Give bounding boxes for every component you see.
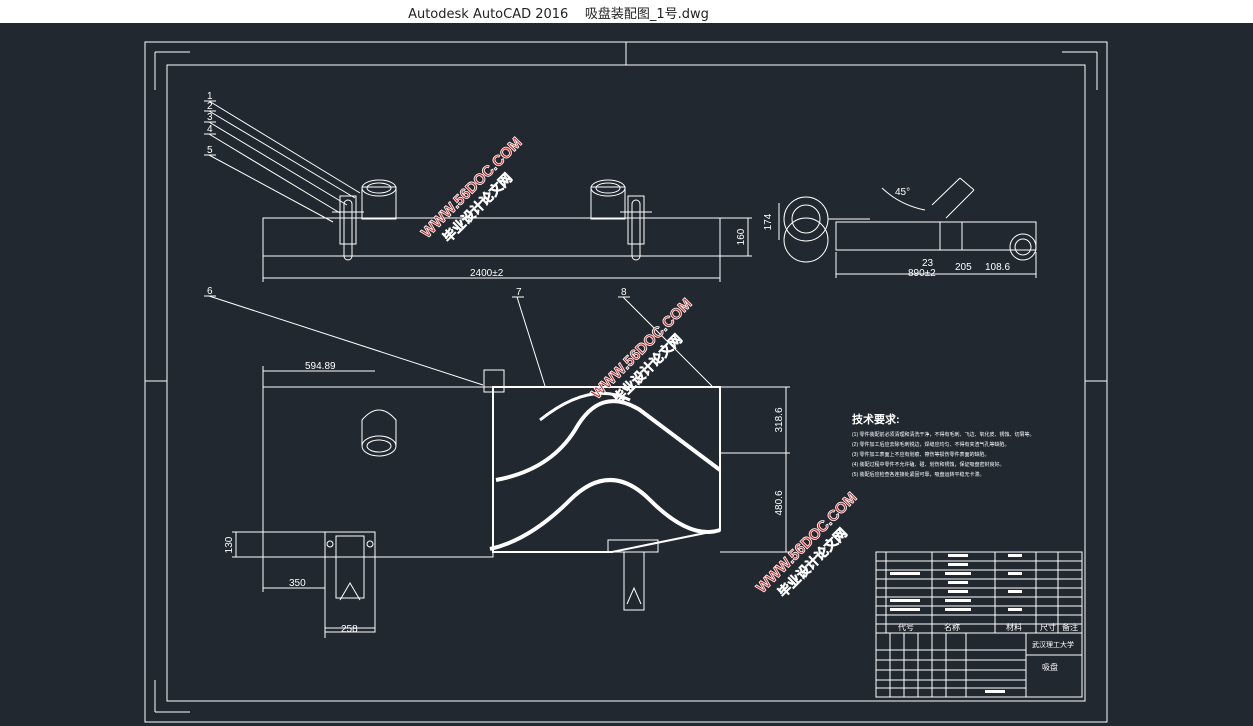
title-block-fills xyxy=(890,554,1022,693)
notes-line-4: (4) 装配过程中零件不允许磕、碰、划伤和锈蚀，保证吸盘密封良好。 xyxy=(852,461,1005,468)
balloon-1: 1 xyxy=(207,91,213,102)
front-view-labels: 1 2 3 4 5 2400±2 160 xyxy=(207,91,747,279)
watermark-3-url: WWW.56DOC.COM xyxy=(753,489,860,596)
balloon-4: 4 xyxy=(207,124,213,135)
side-view-labels: 174 890±2 23 205 108.6 45° xyxy=(763,187,1010,279)
dim-side-angle: 45° xyxy=(895,187,910,198)
dim-plan-480: 480.6 xyxy=(774,490,785,515)
header-size: 尺寸 xyxy=(1040,622,1056,632)
plan-view-labels: 6 7 8 594.89 318.6 480.6 130 350 258 xyxy=(207,286,785,635)
dim-side-205: 205 xyxy=(955,262,972,273)
balloon-3: 3 xyxy=(207,112,213,123)
dim-side-108: 108.6 xyxy=(985,262,1010,273)
university-name: 武汉理工大学 xyxy=(1032,640,1074,649)
drawing-canvas[interactable]: 1 2 3 4 5 2400±2 160 174 890±2 23 205 10… xyxy=(0,23,1253,726)
watermark-3: WWW.56DOC.COM 毕业设计论文网 xyxy=(753,489,861,601)
dim-plan-318: 318.6 xyxy=(774,407,785,432)
part-name: 吸盘 xyxy=(1042,662,1058,672)
notes-line-5: (5) 装配后应检查各连接处紧固可靠，吸盘运转平稳无卡滞。 xyxy=(852,471,985,478)
balloon-6: 6 xyxy=(207,286,213,297)
notes-line-2: (2) 零件加工后应去除毛刺锐边，焊缝应均匀、不得有夹渣气孔等缺陷。 xyxy=(852,441,1010,448)
file-name: 吸盘装配图_1号.dwg xyxy=(584,7,709,22)
dim-side-height: 174 xyxy=(763,213,774,230)
balloon-7: 7 xyxy=(516,287,522,298)
dim-side-length: 890±2 xyxy=(908,268,936,279)
drawing-svg[interactable]: 1 2 3 4 5 2400±2 160 174 890±2 23 205 10… xyxy=(0,23,1253,726)
technical-notes: 技术要求: (1) 零件装配前必须清理和清洗干净，不得有毛刺、飞边、氧化皮、锈蚀… xyxy=(852,412,1035,478)
header-name: 名称 xyxy=(944,622,960,632)
watermark-1: WWW.56DOC.COM 毕业设计论文网 xyxy=(418,134,526,246)
notes-line-1: (1) 零件装配前必须清理和清洗干净，不得有毛刺、飞边、氧化皮、锈蚀、切屑等。 xyxy=(852,431,1035,438)
notes-title: 技术要求: xyxy=(852,412,900,426)
header-remark: 备注 xyxy=(1062,622,1078,632)
dim-plan-258: 258 xyxy=(341,624,358,635)
dim-plan-594: 594.89 xyxy=(305,361,336,372)
watermark-2: WWW.56DOC.COM 毕业设计论文网 xyxy=(588,295,696,407)
window-title: Autodesk AutoCAD 2016 吸盘装配图_1号.dwg xyxy=(0,3,1117,22)
dim-plan-350: 350 xyxy=(289,578,306,589)
balloon-5: 5 xyxy=(207,145,213,156)
plan-view[interactable] xyxy=(204,295,790,638)
balloon-2: 2 xyxy=(207,101,213,112)
dim-side-23: 23 xyxy=(922,258,934,269)
title-block[interactable] xyxy=(875,551,1083,698)
dim-top-height: 160 xyxy=(736,228,747,245)
side-view[interactable] xyxy=(778,177,1037,278)
balloon-8: 8 xyxy=(621,287,627,298)
notes-line-3: (3) 零件加工表面上不应有划痕、擦伤等损伤零件表面的缺陷。 xyxy=(852,451,990,458)
header-code: 代号 xyxy=(898,622,914,632)
title-block-text: 代号 名称 材料 尺寸 备注 武汉理工大学 吸盘 xyxy=(898,622,1078,672)
watermark-1-url: WWW.56DOC.COM xyxy=(418,134,525,241)
dim-top-length: 2400±2 xyxy=(470,268,504,279)
dim-plan-130: 130 xyxy=(224,536,235,553)
app-name: Autodesk AutoCAD 2016 xyxy=(408,7,569,22)
drawing-frame xyxy=(144,41,1108,723)
header-material: 材料 xyxy=(1006,622,1022,632)
title-bar: Autodesk AutoCAD 2016 吸盘装配图_1号.dwg xyxy=(0,0,1253,24)
front-view[interactable] xyxy=(204,100,752,282)
